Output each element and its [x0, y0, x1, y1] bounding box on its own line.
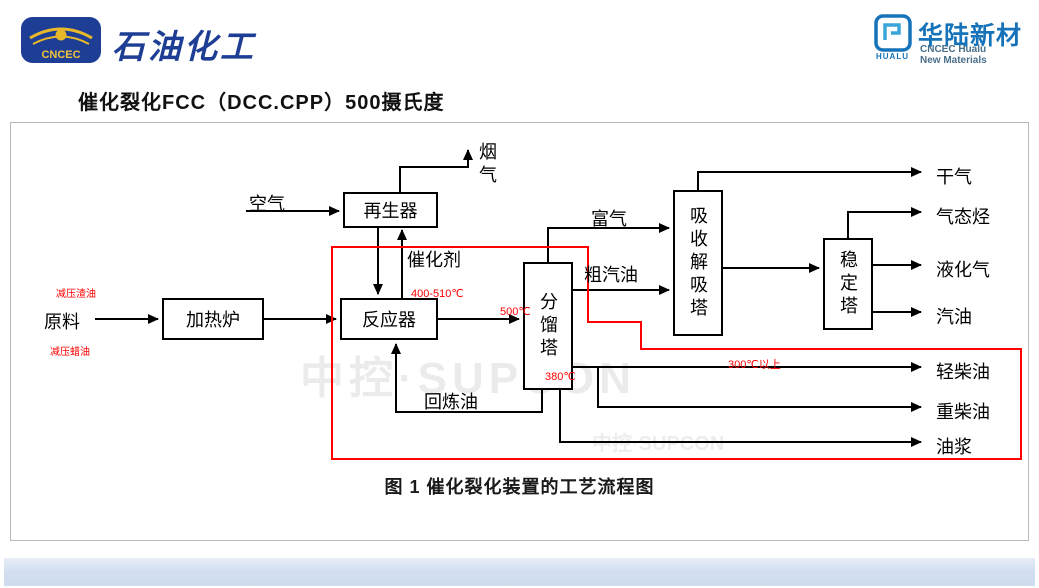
label-dry-gas: 干气: [936, 167, 972, 187]
box-reactor: 反应器: [340, 298, 438, 340]
label-recycle-oil: 回炼油: [424, 392, 478, 412]
box-reactor-label: 反应器: [362, 310, 416, 330]
label-gaseous-hydrocarbon: 气态烃: [936, 207, 990, 227]
cncec-emblem-graphic: CNCEC: [21, 17, 101, 63]
label-rich-gas: 富气: [591, 209, 627, 229]
box-fractionator-label: 分馏塔: [538, 291, 558, 361]
hualu-logo: HUALU 华陆新材 CNCEC Hualu New Materials: [874, 14, 1024, 66]
box-furnace-label: 加热炉: [186, 310, 240, 330]
annotation-transfer-temp: 500℃: [500, 306, 531, 318]
label-light-diesel: 轻柴油: [936, 362, 990, 382]
box-furnace: 加热炉: [162, 298, 264, 340]
label-gasoline: 汽油: [936, 307, 972, 327]
label-lpg: 液化气: [936, 260, 990, 280]
watermark-small: 中控·SUPCON: [592, 433, 725, 455]
box-regenerator-label: 再生器: [363, 201, 418, 221]
label-heavy-diesel: 重柴油: [936, 402, 990, 422]
label-oil-slurry: 油浆: [936, 437, 972, 457]
figure-caption: 图 1 催化裂化装置的工艺流程图: [384, 477, 655, 497]
label-feed: 原料: [44, 312, 80, 332]
label-air: 空气: [249, 194, 285, 214]
footer-band: [4, 558, 1035, 586]
annotation-feed-bottom: 减压蜡油: [50, 347, 90, 358]
label-crude-gasoline: 粗汽油: [584, 265, 638, 285]
annotation-feed-top: 减压渣油: [56, 289, 96, 300]
header: CNCEC 石油化工 HUALU 华陆新材 CNCEC Hualu New Ma…: [0, 0, 1039, 80]
hualu-subtitle-2: New Materials: [920, 55, 987, 66]
box-stabilizer: 稳定塔: [823, 238, 873, 330]
hualu-logo-icon: [874, 14, 912, 52]
hualu-icon-caption: HUALU: [876, 52, 909, 61]
annotation-reactor-temp: 400-510℃: [411, 288, 464, 300]
label-flue-gas: 烟气: [477, 142, 497, 188]
label-catalyst: 催化剂: [407, 250, 461, 270]
box-regenerator: 再生器: [343, 192, 438, 228]
cncec-logo-icon: CNCEC: [20, 16, 102, 69]
box-absorber-desorber: 吸收解吸塔: [673, 190, 723, 336]
box-stabilizer-label: 稳定塔: [838, 249, 858, 319]
annotation-fractionator-bottom-temp: 380℃: [545, 371, 576, 383]
hualu-brand-wordmark: 华陆新材: [918, 22, 1023, 50]
brand-left-wordmark: 石油化工: [112, 30, 256, 66]
hualu-subtitle-1: CNCEC Hualu: [920, 44, 987, 55]
cncec-emblem-text: CNCEC: [41, 49, 80, 61]
page-title: 催化裂化FCC（DCC.CPP）500摄氏度: [78, 92, 445, 114]
box-absorber-desorber-label: 吸收解吸塔: [688, 205, 708, 321]
annotation-diesel-temp: 300℃以上: [728, 359, 781, 371]
